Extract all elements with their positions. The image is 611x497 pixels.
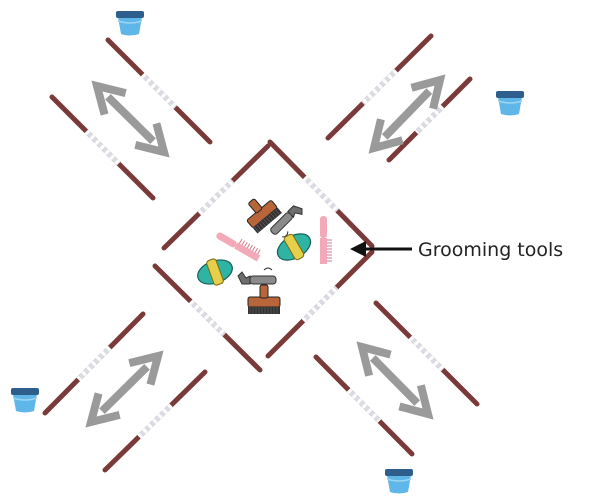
body-brush-icon [246, 198, 282, 234]
ground-pole [49, 94, 156, 201]
ground-pole [152, 263, 263, 373]
water-buckets [11, 11, 524, 494]
direction-arrows [85, 74, 446, 428]
double-arrow-icon [368, 74, 446, 154]
double-arrow-icon [85, 350, 164, 428]
bucket-icon [496, 91, 524, 116]
double-arrow-icon [91, 80, 170, 158]
bucket-icon [11, 388, 39, 413]
hoof-pick-icon [237, 267, 277, 285]
annotation-arrow-head [350, 241, 366, 257]
body-brush-icon [247, 284, 281, 314]
ground-poles [42, 33, 480, 473]
ground-pole [373, 300, 480, 407]
ground-pole [102, 369, 208, 473]
ground-pole [325, 33, 434, 141]
double-arrow-icon [356, 341, 434, 420]
mane-comb-icon [320, 216, 332, 264]
curry-comb-icon [276, 233, 312, 261]
mane-comb-icon [216, 232, 261, 262]
ground-pole [267, 139, 375, 249]
ground-pole [42, 311, 146, 416]
curry-comb-icon [197, 258, 233, 286]
hoof-pick-icon [270, 205, 303, 238]
annotation-pointer [350, 241, 412, 257]
grooming-tools-label: Grooming tools [418, 239, 563, 261]
ground-pole [105, 37, 213, 145]
ground-pole [386, 76, 473, 163]
grooming-tools-group [197, 198, 332, 314]
ground-pole [313, 354, 415, 457]
bucket-icon [385, 469, 413, 494]
ground-pole [265, 249, 375, 359]
ground-pole [161, 143, 271, 251]
bucket-icon [116, 11, 144, 36]
